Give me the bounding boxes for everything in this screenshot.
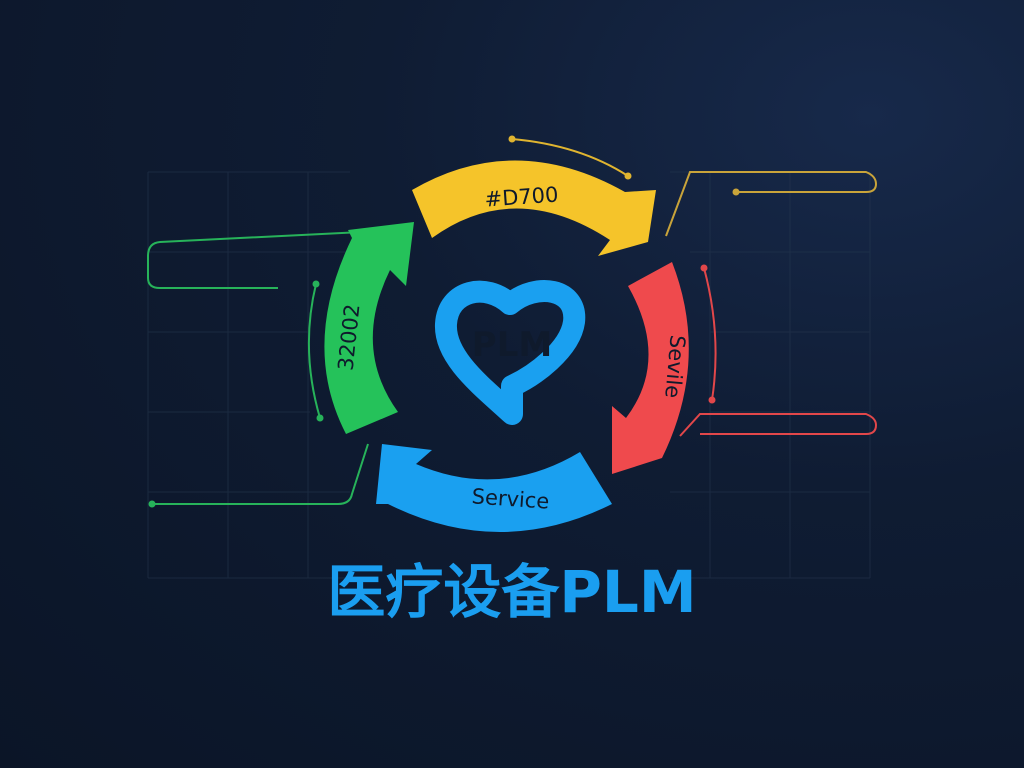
circuit-line-red-arc [703, 267, 717, 401]
circuit-lines [147, 135, 878, 508]
cycle-arcs: #D700 Sevile Service 32002 [324, 160, 690, 532]
arc-bottom-label: Service [471, 484, 550, 513]
arc-top-label: #D700 [484, 182, 559, 211]
arc-left: 32002 [324, 222, 414, 434]
circuit-line-red-right [679, 413, 878, 437]
arc-right-label: Sevile [660, 334, 689, 399]
circuit-line-green-arc [307, 283, 321, 419]
circuit-line-yellow-right [665, 171, 878, 237]
heart-icon [435, 280, 586, 425]
circuit-dot [316, 414, 324, 422]
main-title: 医疗设备PLM [327, 558, 696, 626]
circuit-dot [732, 188, 740, 196]
circuit-line-green-left [147, 231, 363, 289]
arc-top: #D700 [412, 160, 656, 256]
center-label: PLM [472, 325, 552, 365]
circuit-dot [700, 264, 708, 272]
circuit-dot [312, 280, 320, 288]
arc-right-arrow [612, 262, 689, 474]
circuit-dot [508, 135, 516, 143]
circuit-dot [148, 500, 156, 508]
arc-left-arrow [324, 222, 414, 434]
arc-top-arrow [412, 160, 656, 256]
circuit-dot [624, 172, 632, 180]
arc-right: Sevile [612, 262, 690, 474]
circuit-line-green-bottom [152, 443, 369, 505]
arc-bottom: Service [376, 444, 612, 532]
arc-bottom-arrow [376, 444, 612, 532]
circuit-line-yellow-top [511, 138, 629, 177]
circuit-dot [708, 396, 716, 404]
center-heart: PLM [435, 280, 586, 425]
